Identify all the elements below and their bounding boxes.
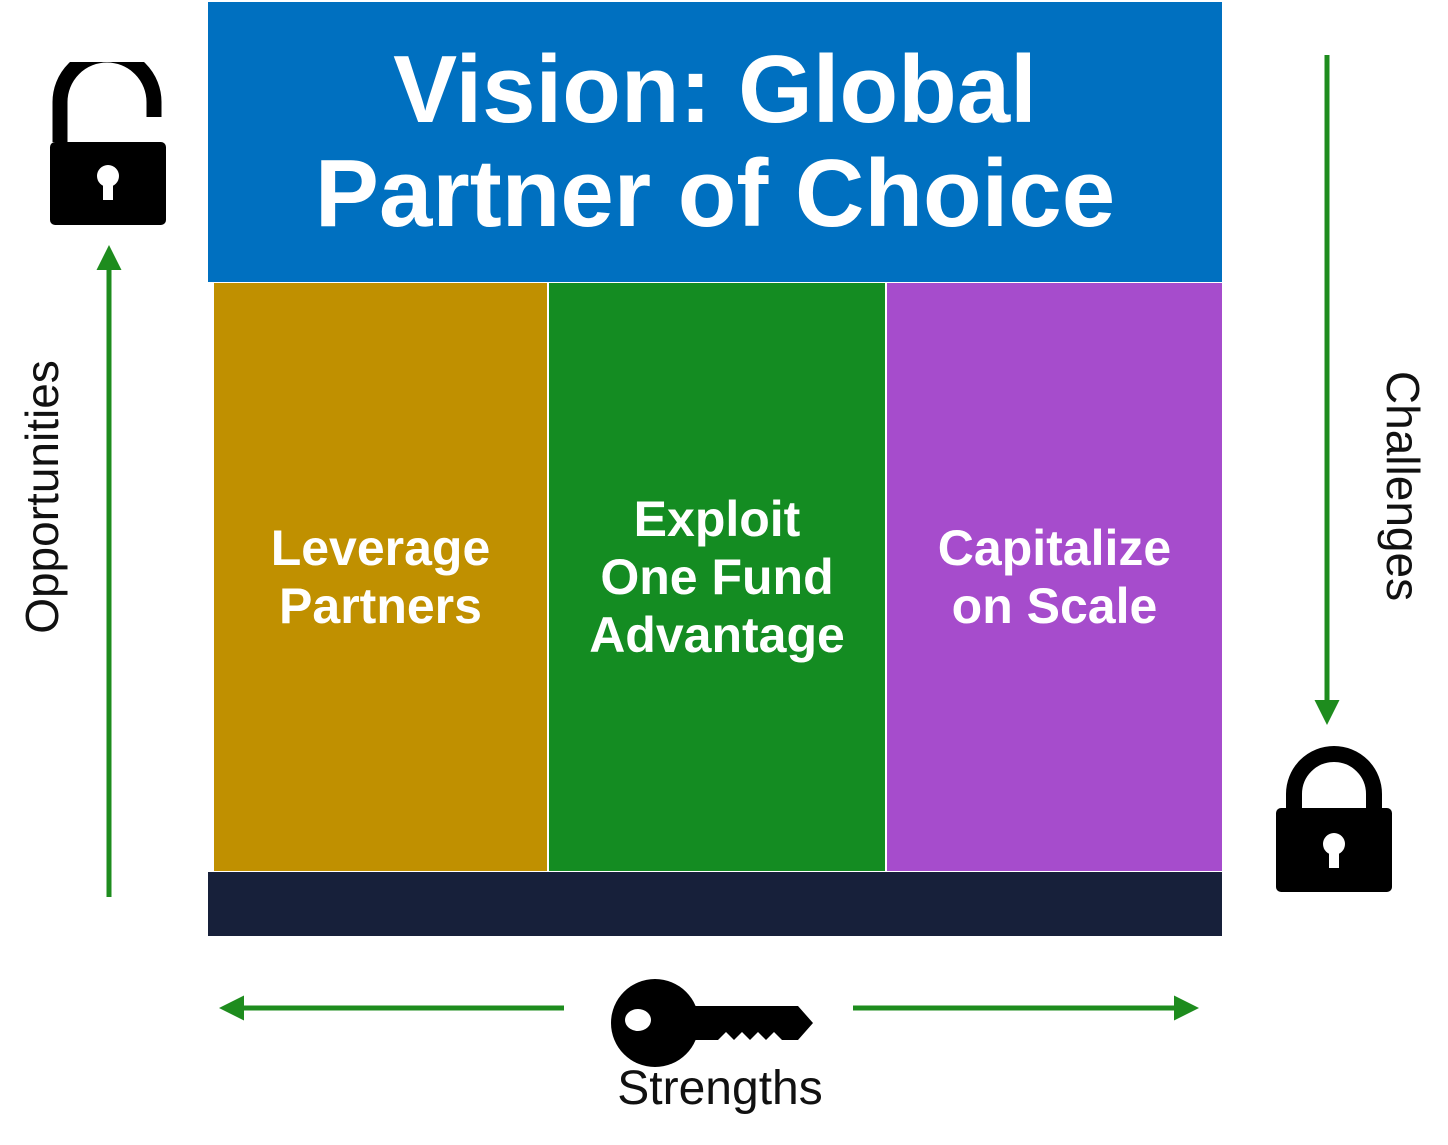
pillar-label: Capitalize on Scale [937,520,1172,634]
challenges-label: Challenges [1377,370,1429,602]
opportunities-label: Opportunities [16,360,68,634]
pillar-label: Exploit One Fund Advantage [589,491,845,663]
foundation-bar [208,872,1222,936]
pillar-one-fund-advantage: Exploit One Fund Advantage [549,283,885,871]
locked-padlock-icon [1274,742,1394,894]
pillar-capitalize-on-scale: Capitalize on Scale [887,283,1222,871]
key-icon [608,976,814,1070]
vision-banner: Vision: Global Partner of Choice [208,2,1222,282]
vision-title: Vision: Global Partner of Choice [314,36,1116,247]
strengths-label: Strengths [617,1062,823,1115]
pillar-label: Leverage Partners [270,520,491,634]
pillar-leverage-partners: Leverage Partners [214,283,547,871]
unlocked-padlock-icon [48,62,168,228]
